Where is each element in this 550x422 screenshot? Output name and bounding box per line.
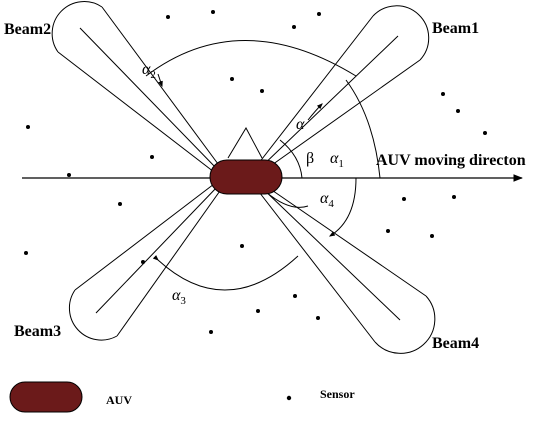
alpha1-label: α1 bbox=[330, 150, 344, 170]
sensor-dot bbox=[430, 234, 434, 238]
sensor-dot bbox=[256, 309, 260, 313]
sensor-dot bbox=[141, 260, 145, 264]
sensor-dot bbox=[230, 77, 234, 81]
sensor-dot bbox=[293, 294, 297, 298]
legend-auv-swatch bbox=[9, 381, 83, 413]
legend-sensor-label: Sensor bbox=[320, 387, 355, 401]
alpha4-label: α4 bbox=[320, 190, 334, 210]
sensor-dot bbox=[317, 12, 321, 16]
alpha-arc bbox=[307, 103, 323, 121]
sensor-dot bbox=[260, 89, 264, 93]
sensor-dot bbox=[166, 15, 170, 19]
beam1-label: Beam1 bbox=[432, 20, 479, 37]
sensor-dot bbox=[211, 10, 215, 14]
beta-arc bbox=[279, 139, 303, 179]
beam2-shape bbox=[51, 1, 222, 173]
alpha2-pointer bbox=[157, 73, 163, 88]
sensor-dot bbox=[292, 25, 296, 29]
alpha-label: α bbox=[296, 116, 305, 133]
alpha1-arc bbox=[345, 79, 381, 179]
alpha2-label: α2 bbox=[142, 61, 156, 81]
sensor-dot bbox=[441, 92, 445, 96]
direction-label: AUV moving directon bbox=[376, 152, 526, 169]
sensor-dot bbox=[67, 173, 71, 177]
alpha2-arc bbox=[145, 40, 357, 77]
sensor-dot bbox=[316, 316, 320, 320]
sensor-dots bbox=[24, 10, 487, 334]
sensor-dot bbox=[24, 251, 28, 255]
beam3-label: Beam3 bbox=[14, 323, 61, 340]
legend-sensor-dot bbox=[286, 395, 292, 401]
sensor-dot bbox=[240, 244, 244, 248]
sensor-dot bbox=[118, 202, 122, 206]
beam1-shape bbox=[254, 5, 430, 173]
beta-label: β bbox=[306, 150, 314, 167]
sensor-dot bbox=[209, 330, 213, 334]
sensor-dot bbox=[26, 125, 30, 129]
heading-marker bbox=[227, 126, 263, 159]
sensor-dot bbox=[452, 195, 456, 199]
beam2-label: Beam2 bbox=[4, 21, 51, 38]
sensor-dot bbox=[386, 229, 390, 233]
beam3-shape bbox=[68, 183, 223, 341]
sensor-dot bbox=[402, 197, 406, 201]
auv-body bbox=[209, 159, 283, 195]
beam4-shape bbox=[255, 183, 436, 354]
beta4-arc bbox=[265, 191, 309, 208]
sensor-dot bbox=[456, 109, 460, 113]
sensor-dot bbox=[483, 131, 487, 135]
legend-auv-label: AUV bbox=[106, 393, 132, 407]
alpha4-arc bbox=[328, 177, 357, 237]
sensor-dot bbox=[150, 155, 154, 159]
alpha3-label: α3 bbox=[172, 287, 186, 307]
alpha3-arc bbox=[152, 254, 299, 291]
beam4-label: Beam4 bbox=[432, 335, 479, 352]
